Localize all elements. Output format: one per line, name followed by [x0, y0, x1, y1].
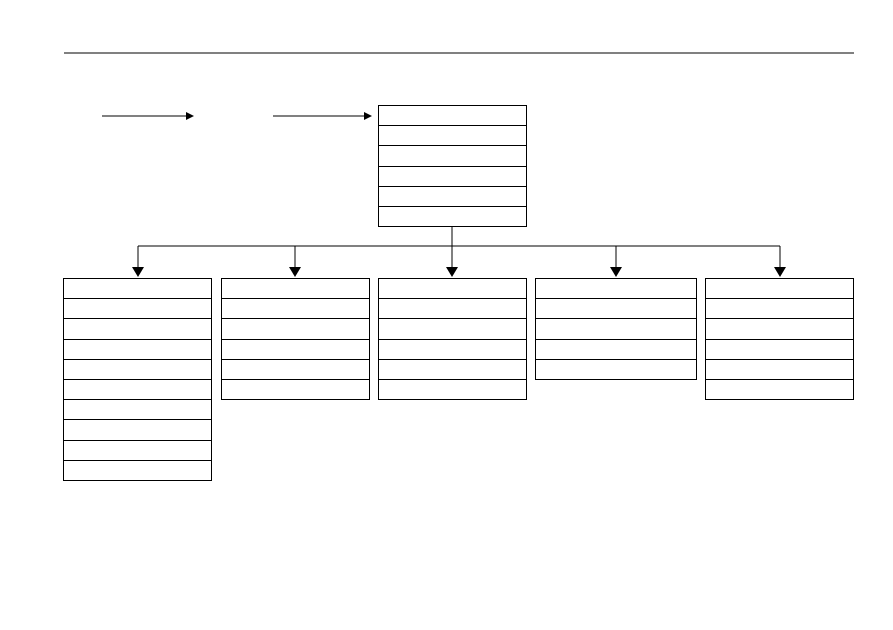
table-row [221, 298, 370, 320]
table-row [63, 399, 212, 421]
table-row [705, 298, 854, 320]
table-row [63, 379, 212, 401]
drop-arrow-1 [132, 267, 144, 277]
table-row [221, 379, 370, 401]
table-row [63, 338, 212, 360]
table-row [535, 358, 697, 380]
table-row [63, 439, 212, 461]
lead-arrow-2-head [364, 112, 372, 120]
table-row [378, 338, 527, 360]
table-row [378, 298, 527, 320]
lead-arrow-1-head [186, 112, 194, 120]
table-row [221, 318, 370, 340]
table-row [378, 318, 527, 340]
table-row [221, 358, 370, 380]
table-row [705, 318, 854, 340]
table-row [378, 105, 527, 127]
drop-arrow-2 [289, 267, 301, 277]
table-row [63, 358, 212, 380]
table-row [378, 145, 527, 167]
table-row [378, 206, 527, 228]
table-row [63, 419, 212, 441]
table-row [221, 338, 370, 360]
drop-arrow-4 [610, 267, 622, 277]
drop-arrow-5 [774, 267, 786, 277]
table-row [535, 298, 697, 320]
table-row [535, 338, 697, 360]
table-row [535, 278, 697, 300]
table-row [378, 125, 527, 147]
table-row [378, 358, 527, 380]
table-row [705, 379, 854, 401]
table-row [705, 278, 854, 300]
table-row [63, 459, 212, 481]
table-row [378, 165, 527, 187]
table-row [378, 379, 527, 401]
table-row [63, 278, 212, 300]
table-row [63, 298, 212, 320]
drop-arrow-3 [446, 267, 458, 277]
table-row [705, 338, 854, 360]
table-row [378, 278, 527, 300]
table-row [378, 185, 527, 207]
table-row [221, 278, 370, 300]
table-row [535, 318, 697, 340]
table-row [705, 358, 854, 380]
table-row [63, 318, 212, 340]
